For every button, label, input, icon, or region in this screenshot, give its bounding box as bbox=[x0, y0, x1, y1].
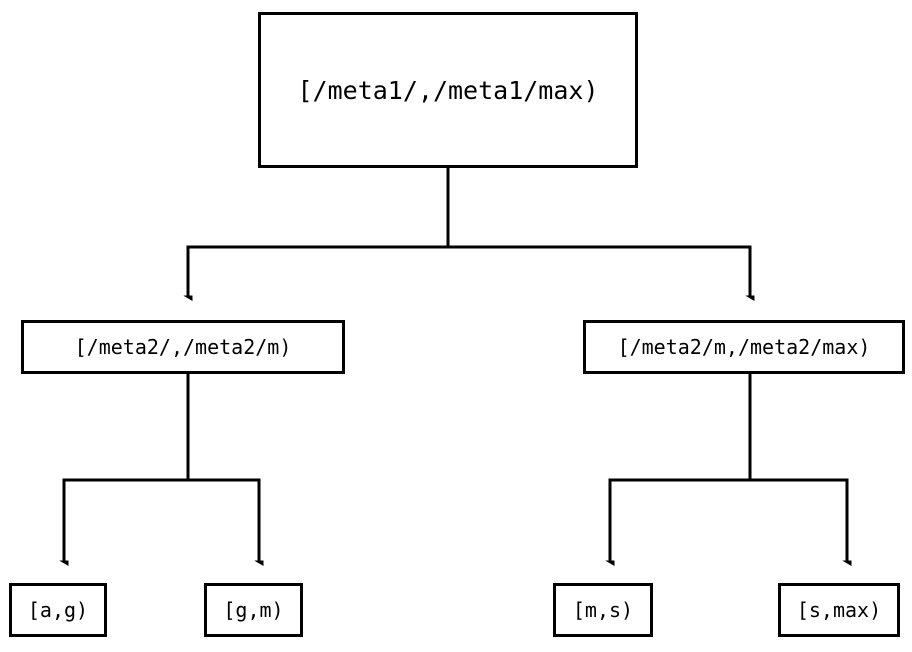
edge-root-to-mid-left bbox=[188, 168, 450, 296]
node-root-label: [/meta1/,/meta1/max) bbox=[297, 75, 599, 105]
node-leaf-a-g[interactable]: [a,g) bbox=[9, 583, 107, 637]
node-leaf-s-max[interactable]: [s,max) bbox=[778, 583, 900, 637]
node-root[interactable]: [/meta1/,/meta1/max) bbox=[258, 12, 638, 168]
edge-mid-right-to-leaf-smax bbox=[748, 374, 847, 561]
node-leaf-m-s[interactable]: [m,s) bbox=[553, 583, 653, 637]
edge-root-to-mid-right bbox=[446, 168, 750, 296]
node-mid-left[interactable]: [/meta2/,/meta2/m) bbox=[21, 320, 345, 374]
node-mid-left-label: [/meta2/,/meta2/m) bbox=[74, 335, 292, 359]
node-mid-right[interactable]: [/meta2/m,/meta2/max) bbox=[583, 320, 905, 374]
edge-mid-left-to-leaf-ag bbox=[64, 374, 190, 561]
node-leaf-g-m[interactable]: [g,m) bbox=[204, 583, 303, 637]
node-leaf-m-s-label: [m,s) bbox=[572, 598, 634, 622]
node-leaf-g-m-label: [g,m) bbox=[223, 598, 284, 622]
node-leaf-a-g-label: [a,g) bbox=[27, 598, 89, 622]
node-leaf-s-max-label: [s,max) bbox=[796, 598, 882, 622]
node-mid-right-label: [/meta2/m,/meta2/max) bbox=[617, 335, 871, 359]
edge-mid-left-to-leaf-gm bbox=[186, 374, 259, 561]
edge-mid-right-to-leaf-ms bbox=[610, 374, 752, 561]
